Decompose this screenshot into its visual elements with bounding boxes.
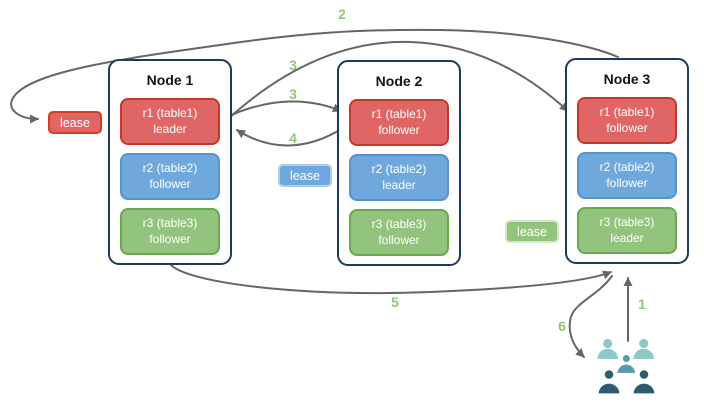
step-label-1: 1 — [638, 296, 646, 312]
node-2-replica-r2: r2 (table2) leader — [349, 154, 449, 201]
node-2-replica-r3: r3 (table3) follower — [349, 209, 449, 256]
arrow-step3-node1-to-node3 — [227, 40, 569, 120]
replica-role: leader — [382, 177, 416, 192]
node-2: Node 2 r1 (table1) follower r2 (table2) … — [337, 60, 461, 266]
node-3-replica-r1: r1 (table1) follower — [577, 97, 677, 144]
replica-name: r2 (table2) — [371, 162, 427, 177]
node-2-replica-r1: r1 (table1) follower — [349, 99, 449, 146]
step-label-3a: 3 — [289, 57, 297, 73]
replica-role: follower — [378, 232, 420, 247]
step-label-4: 4 — [289, 130, 297, 146]
step-label-5: 5 — [391, 294, 399, 310]
replica-name: r3 (table3) — [142, 216, 198, 231]
node-3-replica-r3: r3 (table3) leader — [577, 207, 677, 254]
users-group-icon — [597, 338, 656, 395]
node-3: Node 3 r1 (table1) follower r2 (table2) … — [565, 58, 689, 264]
node-3-replica-r2: r2 (table2) follower — [577, 152, 677, 199]
arrow-step6-node3-to-users — [568, 275, 613, 358]
replica-role: follower — [149, 231, 191, 246]
node-2-title: Node 2 — [375, 73, 423, 89]
replica-role: follower — [606, 175, 648, 190]
arrow-step3-node1-to-node2 — [228, 100, 342, 117]
lease-badge-blue: lease — [278, 164, 332, 187]
replica-name: r2 (table2) — [142, 161, 198, 176]
step-label-3b: 3 — [289, 86, 297, 102]
replica-role: leader — [610, 230, 644, 245]
replica-role: follower — [606, 120, 648, 135]
lease-badge-red: lease — [48, 111, 102, 134]
step-label-6: 6 — [558, 318, 566, 334]
replica-role: leader — [153, 121, 187, 136]
node-1: Node 1 r1 (table1) leader r2 (table2) fo… — [108, 59, 232, 265]
replica-name: r2 (table2) — [599, 160, 655, 175]
arrow-step5-node1-to-node3 — [169, 263, 612, 294]
node-1-replica-r3: r3 (table3) follower — [120, 208, 220, 255]
arrow-step4-node2-to-node1 — [236, 127, 344, 147]
arrow-step2-node3-to-lease — [10, 28, 619, 124]
node-1-replica-r1: r1 (table1) leader — [120, 98, 220, 145]
step-label-2: 2 — [338, 6, 346, 22]
node-3-title: Node 3 — [603, 71, 651, 87]
replica-role: follower — [378, 122, 420, 137]
lease-badge-green: lease — [505, 220, 559, 243]
node-1-title: Node 1 — [146, 72, 194, 88]
replica-name: r1 (table1) — [599, 105, 655, 120]
replica-name: r3 (table3) — [599, 215, 655, 230]
replica-role: follower — [149, 176, 191, 191]
replica-name: r3 (table3) — [371, 217, 427, 232]
node-1-replica-r2: r2 (table2) follower — [120, 153, 220, 200]
replica-name: r1 (table1) — [142, 106, 198, 121]
replica-name: r1 (table1) — [371, 107, 427, 122]
